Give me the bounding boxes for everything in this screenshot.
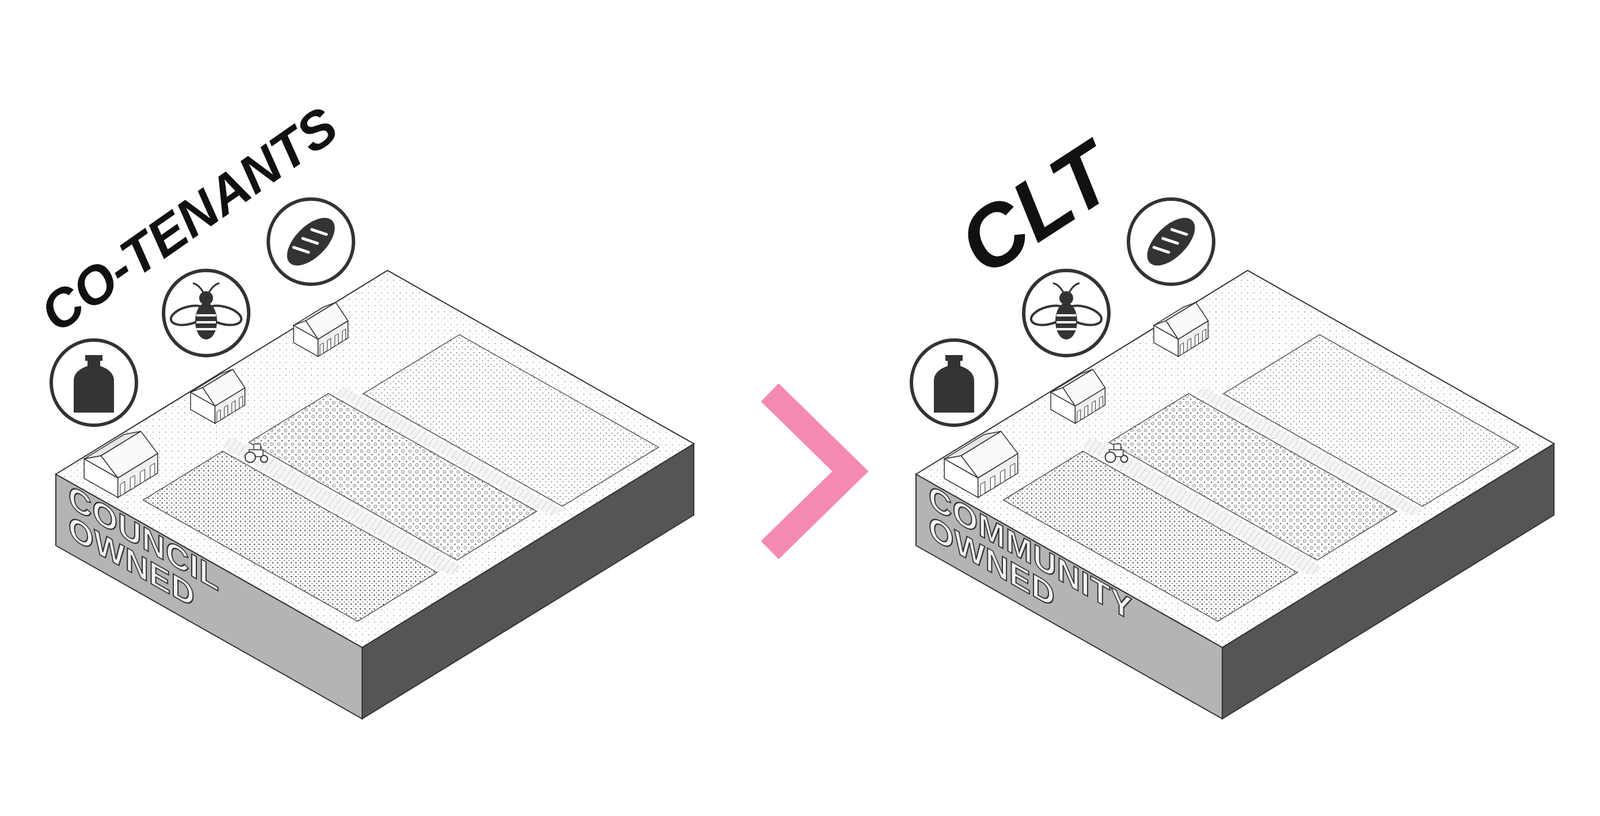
- farm-building: [293, 302, 348, 357]
- tractor-wheel: [1105, 451, 1116, 463]
- bee-stripe: [196, 328, 216, 331]
- milk-bottle: [933, 355, 975, 413]
- building-window: [327, 338, 332, 352]
- icon-ring: [51, 340, 137, 426]
- milk-icon: [911, 340, 997, 426]
- bee-icon: [163, 270, 249, 356]
- building-window: [239, 396, 243, 409]
- roof-front: [202, 369, 245, 407]
- bread-body: [278, 209, 344, 275]
- milk-icon: [51, 340, 137, 426]
- building-window: [342, 329, 347, 342]
- roof-front: [101, 431, 158, 479]
- land-block-node: CO-TENANTSCOUNCIL OWNED: [23, 86, 737, 732]
- building-window: [1099, 396, 1104, 409]
- bee-antenna: [192, 283, 220, 293]
- building-window: [990, 475, 995, 490]
- icon-ring: [268, 199, 354, 285]
- building-window: [320, 343, 324, 356]
- farm-building: [84, 431, 158, 499]
- icon-ring: [1023, 270, 1109, 356]
- bread-loaf: [278, 209, 344, 275]
- land-block-drawing: [23, 86, 737, 732]
- farm-building: [1153, 302, 1208, 357]
- bread-loaf: [1138, 209, 1204, 275]
- building-window: [150, 463, 155, 478]
- bee-head: [1059, 291, 1074, 306]
- icon-ring: [163, 270, 249, 356]
- bee-head: [199, 291, 214, 306]
- bee-stripe: [1056, 328, 1077, 331]
- tractor-wheel: [260, 455, 268, 463]
- building-window: [1202, 329, 1207, 342]
- bread-icon: [268, 199, 354, 285]
- bee-stripe: [196, 314, 216, 317]
- tractor-wheel: [245, 451, 256, 463]
- building-window: [1180, 343, 1184, 356]
- bread-score: [1163, 233, 1178, 249]
- bee-antenna: [1053, 283, 1080, 293]
- bread-icon: [1128, 199, 1214, 285]
- tractor-cab: [253, 443, 261, 450]
- building-window: [1077, 409, 1081, 423]
- land-block-drawing: [883, 86, 1592, 732]
- block-top-face: [55, 270, 694, 648]
- tractor-cab: [1114, 443, 1121, 450]
- bread-body: [1138, 209, 1204, 275]
- building-window: [130, 475, 135, 490]
- building-window: [980, 481, 986, 497]
- building-window: [140, 469, 146, 485]
- bread-score: [293, 242, 309, 257]
- block-top-face: [916, 270, 1554, 648]
- building-window: [1092, 400, 1096, 414]
- crop-field: [363, 335, 659, 507]
- building-window: [1010, 463, 1016, 478]
- building-window: [224, 405, 228, 418]
- roof-front: [1165, 302, 1208, 340]
- roof-front: [961, 431, 1018, 479]
- icon-ring: [911, 340, 997, 426]
- bee-stripe: [196, 321, 216, 324]
- bee-stripe: [1056, 314, 1077, 317]
- bee-body: [1055, 302, 1078, 340]
- roof-front: [305, 302, 348, 340]
- building-window: [1084, 405, 1089, 418]
- icon-ring: [1128, 199, 1214, 285]
- bread-score: [311, 224, 326, 239]
- transition-chevron: [769, 392, 851, 551]
- tractor: [245, 443, 268, 463]
- tractor-wheel: [1120, 455, 1128, 463]
- roof-front: [1062, 369, 1105, 407]
- building-window: [217, 409, 221, 423]
- farm-building: [1050, 369, 1105, 424]
- tractor: [1105, 443, 1128, 463]
- building-window: [1187, 338, 1192, 352]
- bee-icon: [1023, 270, 1109, 356]
- bread-score: [302, 233, 318, 249]
- bread-score: [1153, 242, 1169, 257]
- crop-field: [1223, 335, 1519, 507]
- bee-stripe: [1056, 321, 1077, 324]
- farm-building: [190, 369, 245, 424]
- building-window: [1000, 469, 1006, 485]
- building-window: [335, 333, 339, 347]
- bread-score: [1171, 224, 1187, 239]
- land-block-node: CLTCOMMUNITY OWNED: [883, 86, 1592, 732]
- bee-body: [195, 302, 218, 340]
- tenure-heading: CLT: [944, 128, 1128, 290]
- milk-bottle: [73, 355, 114, 413]
- building-window: [120, 481, 125, 497]
- building-window: [1195, 333, 1199, 347]
- farm-building: [944, 431, 1018, 499]
- building-window: [232, 400, 236, 414]
